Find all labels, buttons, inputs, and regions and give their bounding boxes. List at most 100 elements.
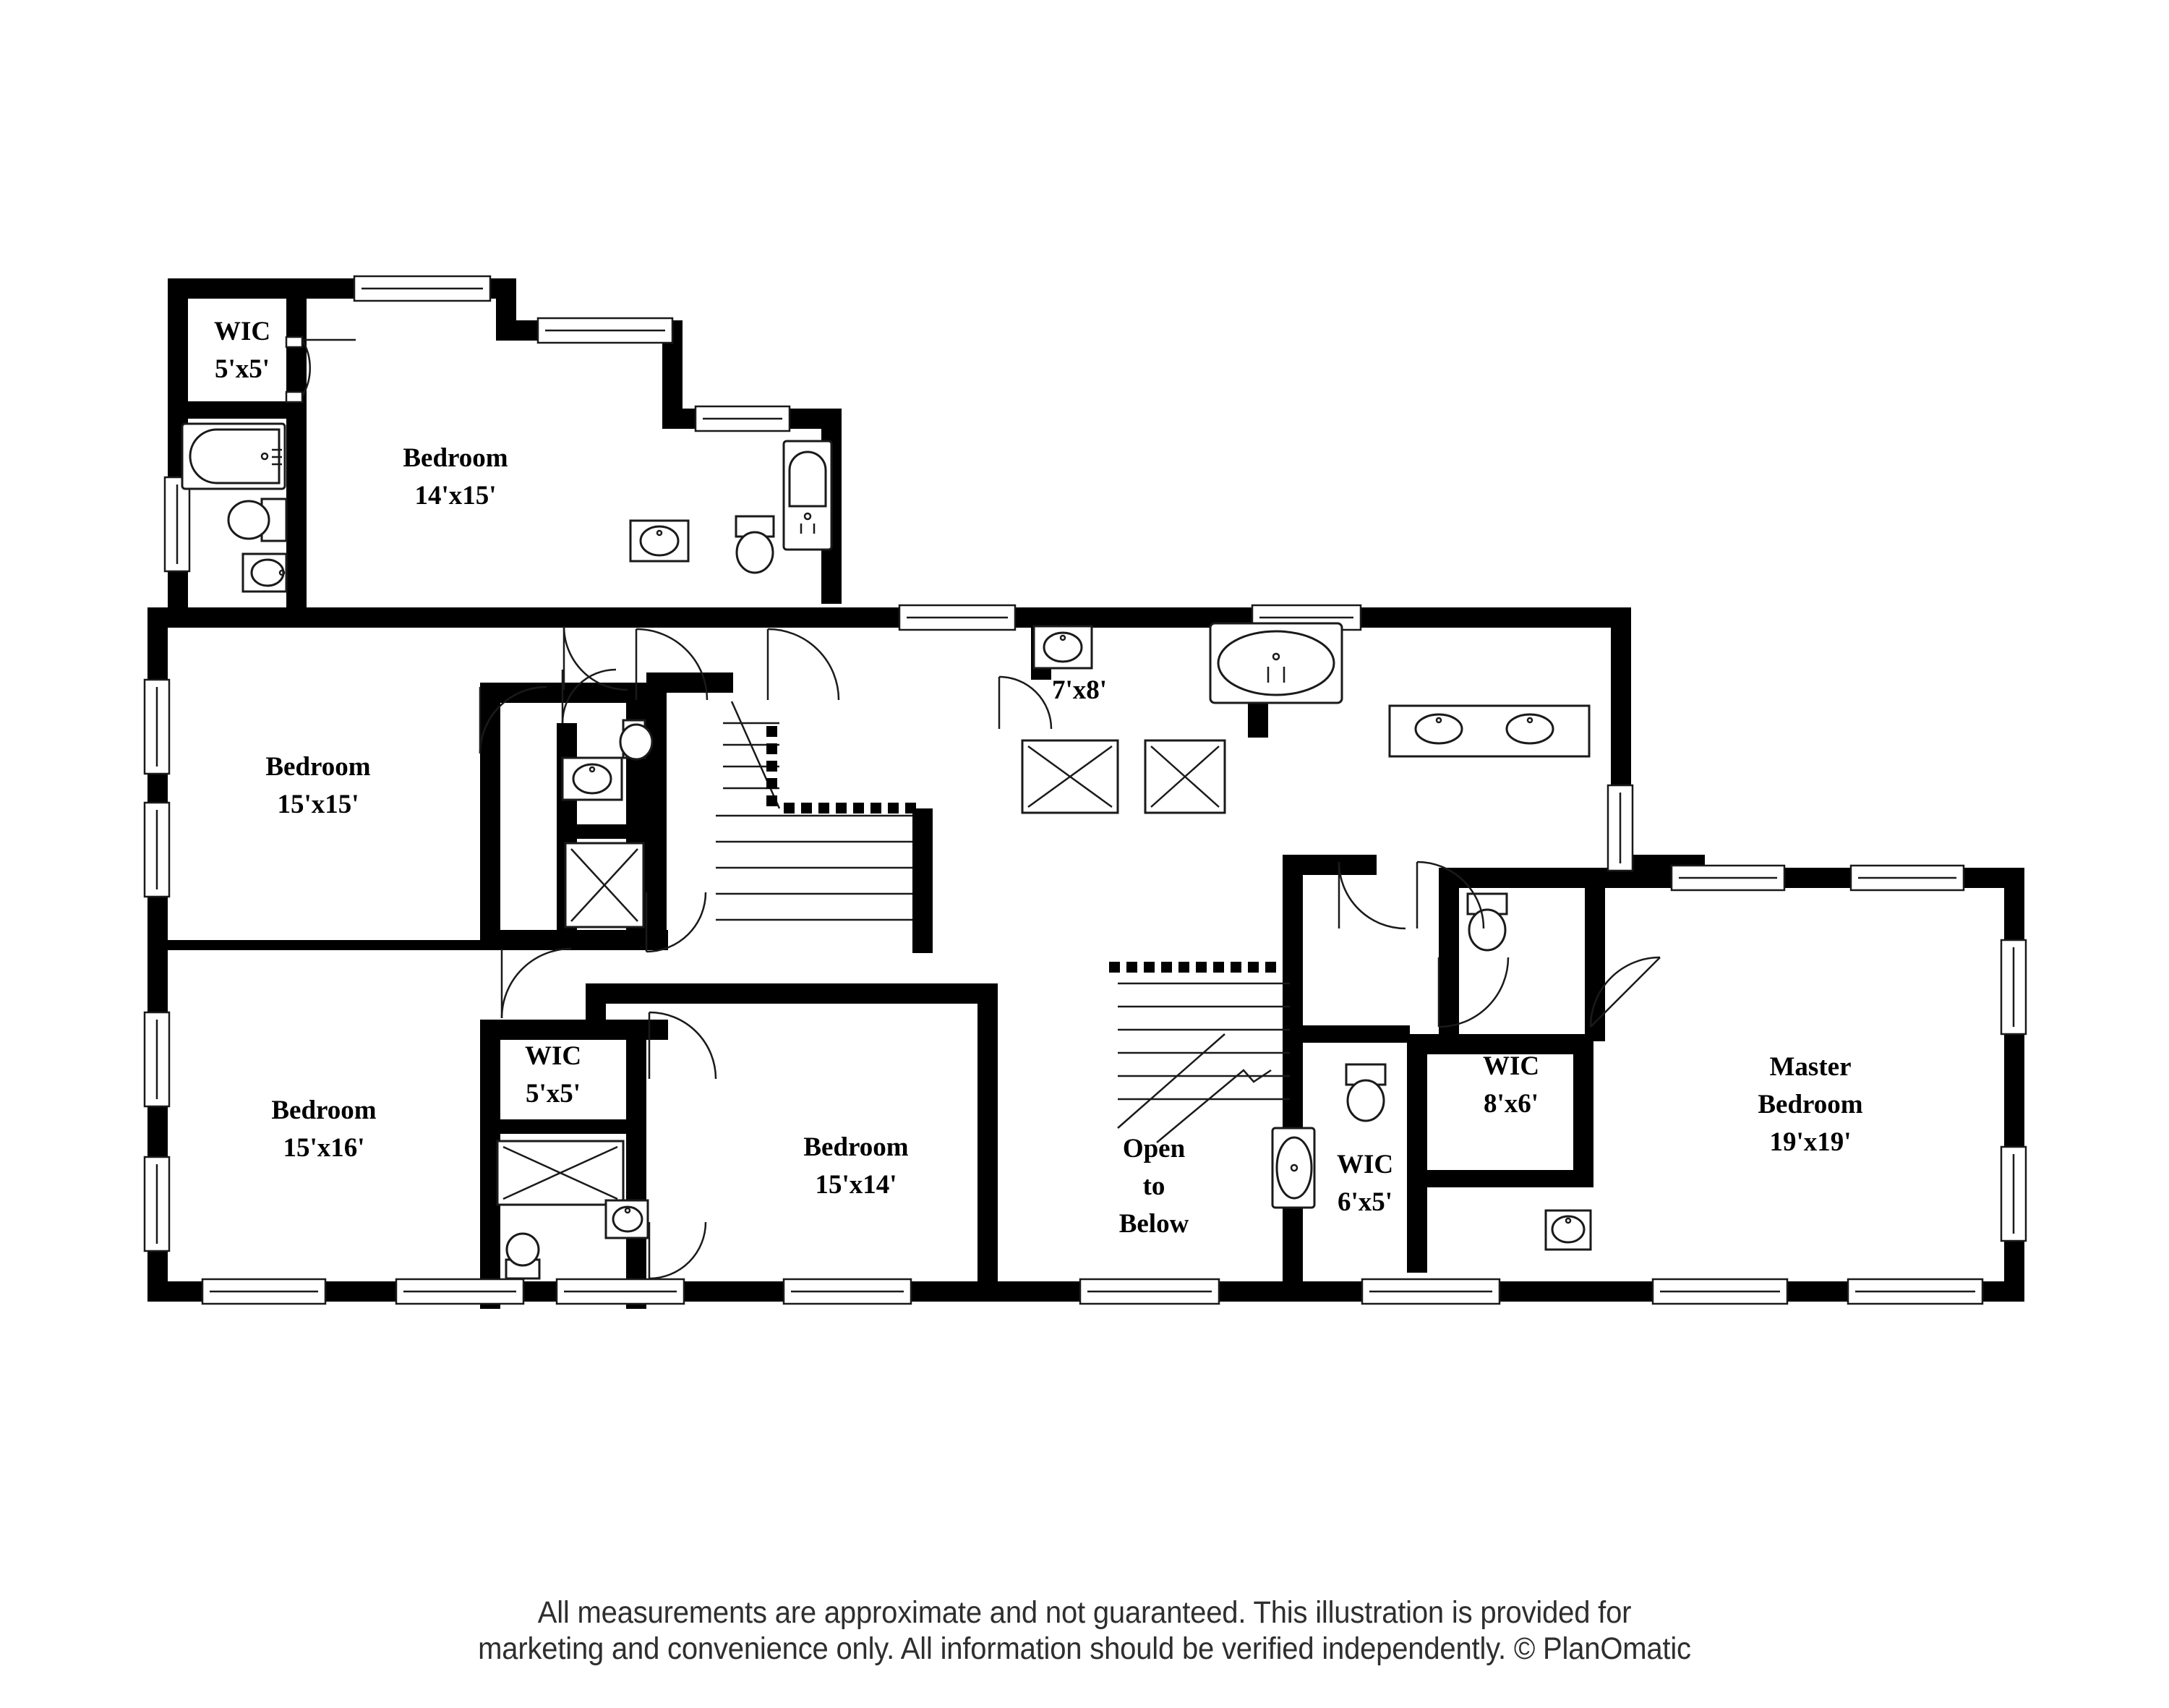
window-icon <box>143 1156 171 1252</box>
wall-wic86-top <box>1407 1034 1592 1054</box>
room-dimensions: 15'x15' <box>277 790 359 819</box>
room-dimensions: 14'x15' <box>414 481 496 511</box>
wall-lwic-bottom <box>480 1119 646 1134</box>
window-icon <box>536 317 674 344</box>
room-label-wic-mid-left: WIC 5'x5' <box>525 1041 581 1109</box>
toilet-icon <box>619 719 654 761</box>
room-label-wic-8x6: WIC 8'x6' <box>1483 1051 1539 1119</box>
open-to-below-line3: Below <box>1119 1209 1189 1239</box>
disclaimer-line-2: marketing and convenience only. All info… <box>478 1631 1691 1667</box>
room-label-bedroom-15x15: Bedroom 15'x15' <box>265 752 370 819</box>
room-name: Bedroom <box>803 1132 908 1162</box>
wall-otb-right <box>1283 875 1303 1302</box>
door-swing-icon <box>1589 956 1661 1028</box>
sink-icon <box>629 519 690 563</box>
door-swing-icon <box>1437 957 1510 1028</box>
shower-icon <box>1144 739 1226 814</box>
window-icon <box>2000 1145 2027 1242</box>
door-swing-icon <box>635 628 709 701</box>
window-icon <box>395 1278 525 1305</box>
fixtures-group <box>181 422 1592 1280</box>
room-labels-group: WIC 5'x5' Bedroom 14'x15' Bedroom 15'x15… <box>214 317 1863 1239</box>
door-swing-icon <box>285 336 356 403</box>
room-dimensions: 7'x8' <box>1052 675 1107 705</box>
window-icon <box>143 1011 171 1108</box>
wall-step-bed14 <box>496 278 516 341</box>
door-swing-icon <box>561 668 617 724</box>
window-icon <box>163 476 191 573</box>
window-icon <box>1607 784 1634 872</box>
wall-stair-left <box>646 672 667 926</box>
toilet-icon <box>735 515 775 574</box>
room-name: WIC <box>1337 1150 1393 1179</box>
shower-icon <box>564 842 645 928</box>
window-icon <box>201 1278 327 1305</box>
sink-icon <box>604 1199 649 1239</box>
sink-icon <box>1032 625 1093 670</box>
window-icon <box>1849 864 1965 892</box>
windows-group <box>143 275 2027 1305</box>
wall-main-top-left <box>147 607 292 628</box>
door-swing-icon <box>1416 861 1485 929</box>
window-icon <box>1847 1278 1984 1305</box>
window-icon <box>143 678 171 775</box>
door-swing-icon <box>648 1011 717 1080</box>
wall-bed14-bottom <box>286 607 538 628</box>
wall-stair-top <box>646 672 733 693</box>
window-icon <box>1670 864 1786 892</box>
wall-mcorr-left <box>1439 868 1459 1036</box>
window-icon <box>898 604 1017 631</box>
sink-icon <box>1388 704 1591 758</box>
window-icon <box>1079 1278 1220 1305</box>
room-name: WIC <box>1483 1051 1539 1081</box>
door-swing-icon <box>562 625 628 691</box>
door-swing-icon <box>1338 861 1406 930</box>
window-icon <box>1361 1278 1501 1305</box>
toilet-icon <box>1345 1063 1387 1122</box>
disclaimer: All measurements are approximate and not… <box>76 1594 2093 1668</box>
bathtub-icon <box>782 440 833 551</box>
wall-bed15-bath-h <box>557 824 646 839</box>
sink-icon <box>561 756 623 801</box>
open-to-below-line1: Open <box>1123 1134 1186 1163</box>
disclaimer-line-1: All measurements are approximate and not… <box>537 1595 1632 1630</box>
wall-wic65-right <box>1407 1034 1427 1273</box>
toilet-icon <box>505 1232 541 1280</box>
wall-otb-top <box>1283 855 1377 875</box>
door-swing-icon <box>766 628 840 701</box>
wall-wic65-top <box>1303 1025 1410 1043</box>
room-name: Bedroom <box>403 443 508 473</box>
window-icon <box>1651 1278 1789 1305</box>
wall-stair-right <box>912 808 933 953</box>
room-dimensions: 15'x16' <box>283 1133 364 1163</box>
room-name: Bedroom <box>271 1096 376 1125</box>
wall-bed15-right <box>480 683 500 950</box>
room-name: Bedroom <box>265 752 370 782</box>
wall-bed1514-topleft <box>586 983 606 1027</box>
door-swing-icon <box>648 1221 707 1280</box>
window-icon <box>694 405 791 432</box>
open-to-below-line2: to <box>1143 1171 1165 1201</box>
window-icon <box>555 1278 685 1305</box>
room-label-bedroom-14x15: Bedroom 14'x15' <box>403 443 508 511</box>
window-icon <box>143 801 171 898</box>
room-dimensions: 6'x5' <box>1338 1187 1392 1217</box>
room-label-master-bedroom: Master Bedroom 19'x19' <box>1758 1052 1862 1157</box>
toilet-icon <box>227 498 288 542</box>
wall-bed1514-right <box>977 983 998 1302</box>
window-icon <box>782 1278 912 1305</box>
shower-icon <box>496 1140 625 1206</box>
wall-mcorr-top <box>1439 868 1605 888</box>
wall-mcorr-right <box>1585 868 1605 1041</box>
room-name-line2: Bedroom <box>1758 1090 1862 1119</box>
room-name: WIC <box>214 317 270 346</box>
wall-wic86-right <box>1573 1034 1593 1186</box>
room-dimensions: 19'x19' <box>1769 1127 1851 1157</box>
oval-tub-icon <box>1271 1127 1316 1209</box>
room-label-bath-7x8: 7'x8' <box>1052 675 1107 705</box>
door-swing-icon <box>500 947 572 1019</box>
door-swing-icon <box>479 686 547 754</box>
wall-wic86-bottom <box>1407 1170 1593 1187</box>
stairs-icon <box>716 701 1293 1143</box>
shower-icon <box>1021 739 1119 814</box>
